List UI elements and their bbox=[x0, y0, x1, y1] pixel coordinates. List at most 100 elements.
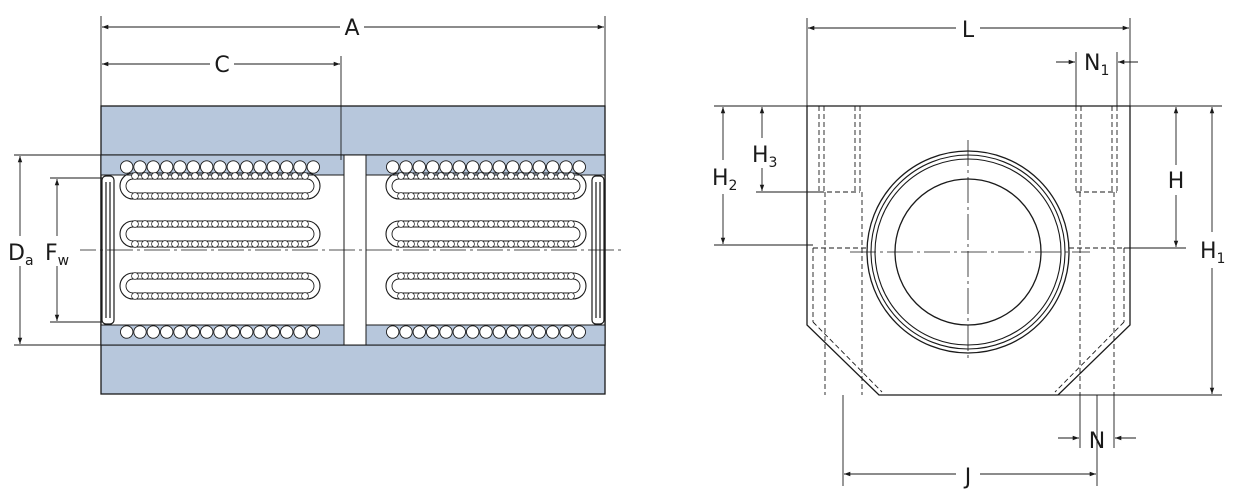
recirculation-guide-s1-l2 bbox=[391, 278, 581, 294]
recirculation-track-s1-l0 bbox=[385, 172, 587, 200]
ball-small-lower-s1-l0 bbox=[537, 192, 545, 200]
ball-small-upper-s0-l1 bbox=[221, 220, 229, 228]
ball-small-upper-s1-l0 bbox=[557, 172, 565, 180]
ball-small-upper-s1-l2 bbox=[527, 272, 535, 280]
ball-small-upper-s0-l0 bbox=[191, 172, 199, 180]
ball-small-upper-s0-l1 bbox=[261, 220, 269, 228]
ball-small-lower-s1-l1 bbox=[487, 240, 495, 248]
recirculation-guide-s0-l0 bbox=[125, 178, 315, 194]
ball-small-upper-s1-l1 bbox=[487, 220, 495, 228]
ball-large-s1-r1 bbox=[439, 325, 453, 339]
ball-small-lower-s0-l2 bbox=[151, 292, 159, 300]
ball-small-lower-s1-l0 bbox=[557, 192, 565, 200]
ball-small-upper-s1-l0 bbox=[457, 172, 465, 180]
ball-large-s1-r0 bbox=[426, 160, 440, 174]
ball-small-upper-s0-l1 bbox=[161, 220, 169, 228]
ball-large-s1-r1 bbox=[412, 325, 426, 339]
ball-large-s1-r0 bbox=[386, 160, 400, 174]
ball-large-s1-r0 bbox=[439, 160, 453, 174]
ball-small-lower-s1-l0 bbox=[527, 192, 535, 200]
ball-small-lower-s1-l1 bbox=[447, 240, 455, 248]
ball-small-upper-s1-l2 bbox=[407, 272, 415, 280]
ball-small-upper-s0-l2 bbox=[211, 272, 219, 280]
ball-small-lower-s1-l2 bbox=[507, 292, 515, 300]
ball-small-lower-s1-l0 bbox=[417, 192, 425, 200]
ball-small-lower-s1-l1 bbox=[497, 240, 505, 248]
ball-large-s1-r1 bbox=[519, 325, 533, 339]
ball-large-s1-r1 bbox=[532, 325, 546, 339]
ball-large-s0-r0 bbox=[133, 160, 147, 174]
ball-small-lower-s1-l0 bbox=[437, 192, 445, 200]
recirculation-guide-s0-l1 bbox=[125, 226, 315, 242]
ball-small-lower-s1-l2 bbox=[517, 292, 525, 300]
ball-large-s0-r1 bbox=[253, 325, 267, 339]
ball-small-lower-s0-l1 bbox=[201, 240, 209, 248]
ball-small-upper-s0-l0 bbox=[251, 172, 259, 180]
ball-small-lower-s0-l2 bbox=[171, 292, 179, 300]
ball-small-lower-s0-l1 bbox=[221, 240, 229, 248]
ball-small-upper-s0-l2 bbox=[201, 272, 209, 280]
ball-small-upper-s1-l1 bbox=[497, 220, 505, 228]
ball-small-lower-s0-l2 bbox=[201, 292, 209, 300]
ball-small-upper-s0-l2 bbox=[291, 272, 299, 280]
ball-large-s0-r0 bbox=[280, 160, 294, 174]
ball-small-upper-s0-l0 bbox=[261, 172, 269, 180]
ball-small-lower-s1-l2 bbox=[557, 292, 565, 300]
ball-large-s1-r1 bbox=[546, 325, 560, 339]
ball-small-lower-s0-l1 bbox=[291, 240, 299, 248]
ball-small-lower-s0-l1 bbox=[281, 240, 289, 248]
ball-small-lower-s0-l1 bbox=[251, 240, 259, 248]
ball-small-upper-s0-l0 bbox=[171, 172, 179, 180]
dimension-label-h3: H3 bbox=[752, 143, 777, 171]
ball-small-lower-s1-l2 bbox=[457, 292, 465, 300]
ball-small-lower-s0-l2 bbox=[181, 292, 189, 300]
ball-large-s0-r0 bbox=[200, 160, 214, 174]
ball-small-upper-s0-l1 bbox=[191, 220, 199, 228]
left-section-view: A C Da Fw bbox=[6, 14, 622, 395]
ball-small-lower-s1-l0 bbox=[507, 192, 515, 200]
ball-small-upper-s1-l0 bbox=[467, 172, 475, 180]
ball-small-upper-s1-l0 bbox=[487, 172, 495, 180]
ball-small-lower-s0-l1 bbox=[141, 240, 149, 248]
ball-small-lower-s0-l2 bbox=[301, 292, 309, 300]
ball-small-upper-s1-l2 bbox=[397, 272, 405, 280]
ball-small-lower-s0-l0 bbox=[131, 192, 139, 200]
ball-large-s1-r1 bbox=[386, 325, 400, 339]
recirculation-guide-s1-l0 bbox=[391, 178, 581, 194]
ball-small-lower-s0-l2 bbox=[241, 292, 249, 300]
ball-small-upper-s0-l2 bbox=[241, 272, 249, 280]
ball-small-lower-s0-l0 bbox=[171, 192, 179, 200]
ball-small-lower-s1-l2 bbox=[437, 292, 445, 300]
ball-small-upper-s0-l0 bbox=[291, 172, 299, 180]
ball-small-lower-s1-l2 bbox=[567, 292, 575, 300]
ball-small-upper-s0-l0 bbox=[131, 172, 139, 180]
ball-small-upper-s1-l1 bbox=[447, 220, 455, 228]
ball-small-lower-s1-l2 bbox=[417, 292, 425, 300]
ball-small-lower-s0-l0 bbox=[161, 192, 169, 200]
ball-small-upper-s1-l0 bbox=[437, 172, 445, 180]
ball-small-lower-s1-l0 bbox=[457, 192, 465, 200]
ball-small-lower-s0-l2 bbox=[161, 292, 169, 300]
ball-small-lower-s0-l2 bbox=[191, 292, 199, 300]
ball-small-lower-s1-l2 bbox=[427, 292, 435, 300]
recirculation-track-s1-l2 bbox=[385, 272, 587, 300]
ball-small-lower-s1-l0 bbox=[497, 192, 505, 200]
ball-small-upper-s1-l1 bbox=[517, 220, 525, 228]
ball-large-s0-r1 bbox=[146, 325, 160, 339]
ball-large-s0-r1 bbox=[200, 325, 214, 339]
ball-large-s0-r1 bbox=[266, 325, 280, 339]
ball-small-lower-s0-l2 bbox=[231, 292, 239, 300]
ball-small-upper-s1-l0 bbox=[497, 172, 505, 180]
ball-small-upper-s0-l1 bbox=[171, 220, 179, 228]
ball-small-upper-s0-l1 bbox=[251, 220, 259, 228]
ball-large-s1-r0 bbox=[506, 160, 520, 174]
ball-small-lower-s0-l1 bbox=[231, 240, 239, 248]
ball-small-lower-s0-l0 bbox=[231, 192, 239, 200]
ball-small-upper-s0-l0 bbox=[181, 172, 189, 180]
ball-small-upper-s0-l1 bbox=[131, 220, 139, 228]
ball-small-upper-s1-l1 bbox=[437, 220, 445, 228]
ball-small-upper-s1-l0 bbox=[537, 172, 545, 180]
ball-small-upper-s0-l1 bbox=[201, 220, 209, 228]
ball-small-upper-s0-l1 bbox=[281, 220, 289, 228]
ball-small-lower-s0-l2 bbox=[211, 292, 219, 300]
